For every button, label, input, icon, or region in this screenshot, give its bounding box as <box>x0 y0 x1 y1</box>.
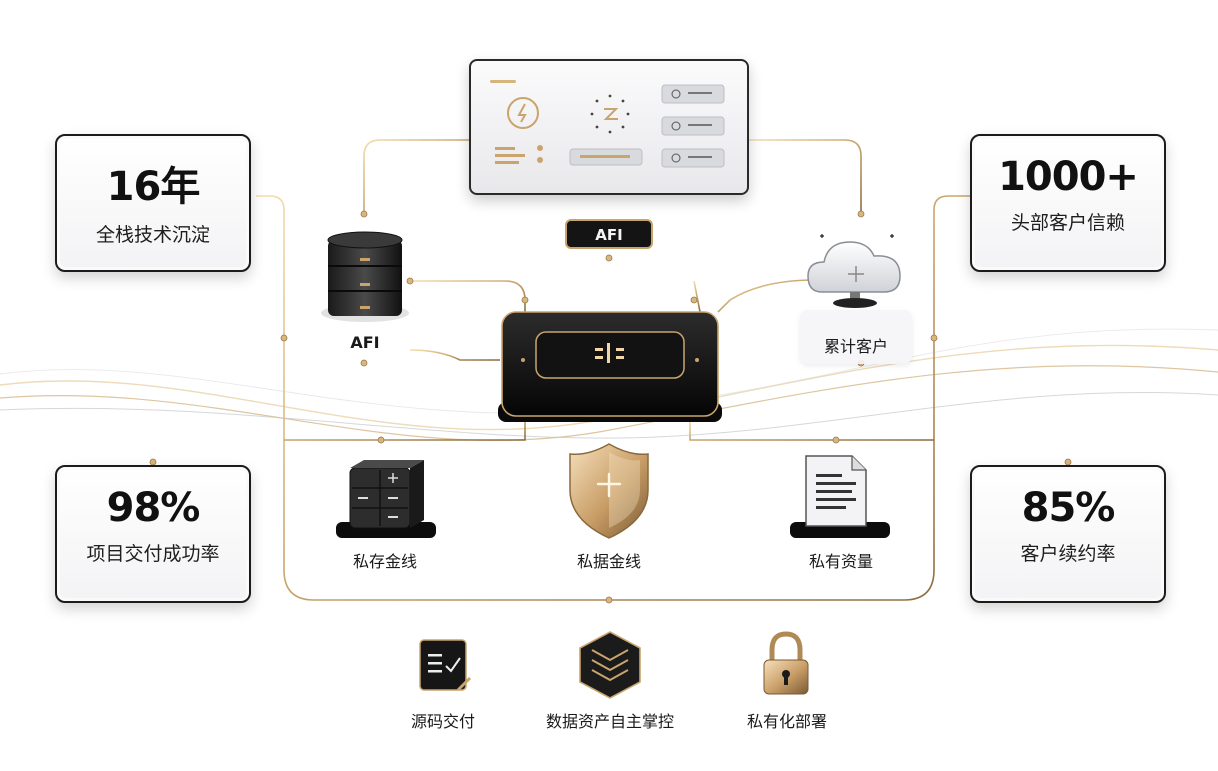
stat-value: 85% <box>1021 485 1116 531</box>
cloud-label: 累计客户 <box>823 337 888 356</box>
dashboard-panel <box>469 59 749 195</box>
stat-card-delivery-rate: 98% 项目交付成功率 <box>55 465 251 603</box>
database-icon <box>321 231 409 322</box>
stat-label: 全栈技术沉淀 <box>95 224 210 246</box>
document-icon <box>790 455 890 538</box>
stat-label: 客户续约率 <box>1020 543 1116 565</box>
stat-card-clients: 1000+ 头部客户信赖 <box>970 134 1166 272</box>
cloud-label-box <box>800 310 912 364</box>
storage-label: 私存金线 <box>352 552 417 571</box>
storage-cube-icon <box>336 460 436 538</box>
database-label: AFI <box>350 333 380 352</box>
stat-card-years: 16年 全栈技术沉淀 <box>55 134 251 272</box>
feature-label-source-code: 源码交付 <box>410 712 475 731</box>
central-hub-device <box>498 311 722 422</box>
afi-badge: AFI <box>565 219 653 249</box>
shield-label: 私据金线 <box>576 552 641 571</box>
feature-label-private-deploy: 私有化部署 <box>746 712 827 731</box>
lock-icon <box>763 631 809 695</box>
stat-card-renewal-rate: 85% 客户续约率 <box>970 465 1166 603</box>
stat-label: 头部客户信赖 <box>1010 212 1125 234</box>
document-label: 私有资量 <box>808 552 873 571</box>
cloud-icon <box>807 234 901 308</box>
document-check-icon <box>419 639 472 692</box>
shield-icon <box>569 443 649 539</box>
stat-value: 98% <box>106 485 201 531</box>
layer-cube-icon <box>579 631 641 699</box>
stat-value: 16年 <box>106 164 201 210</box>
stat-value: 1000+ <box>998 154 1139 200</box>
stat-label: 项目交付成功率 <box>86 543 220 565</box>
feature-label-data-ownership: 数据资产自主掌控 <box>545 712 674 731</box>
